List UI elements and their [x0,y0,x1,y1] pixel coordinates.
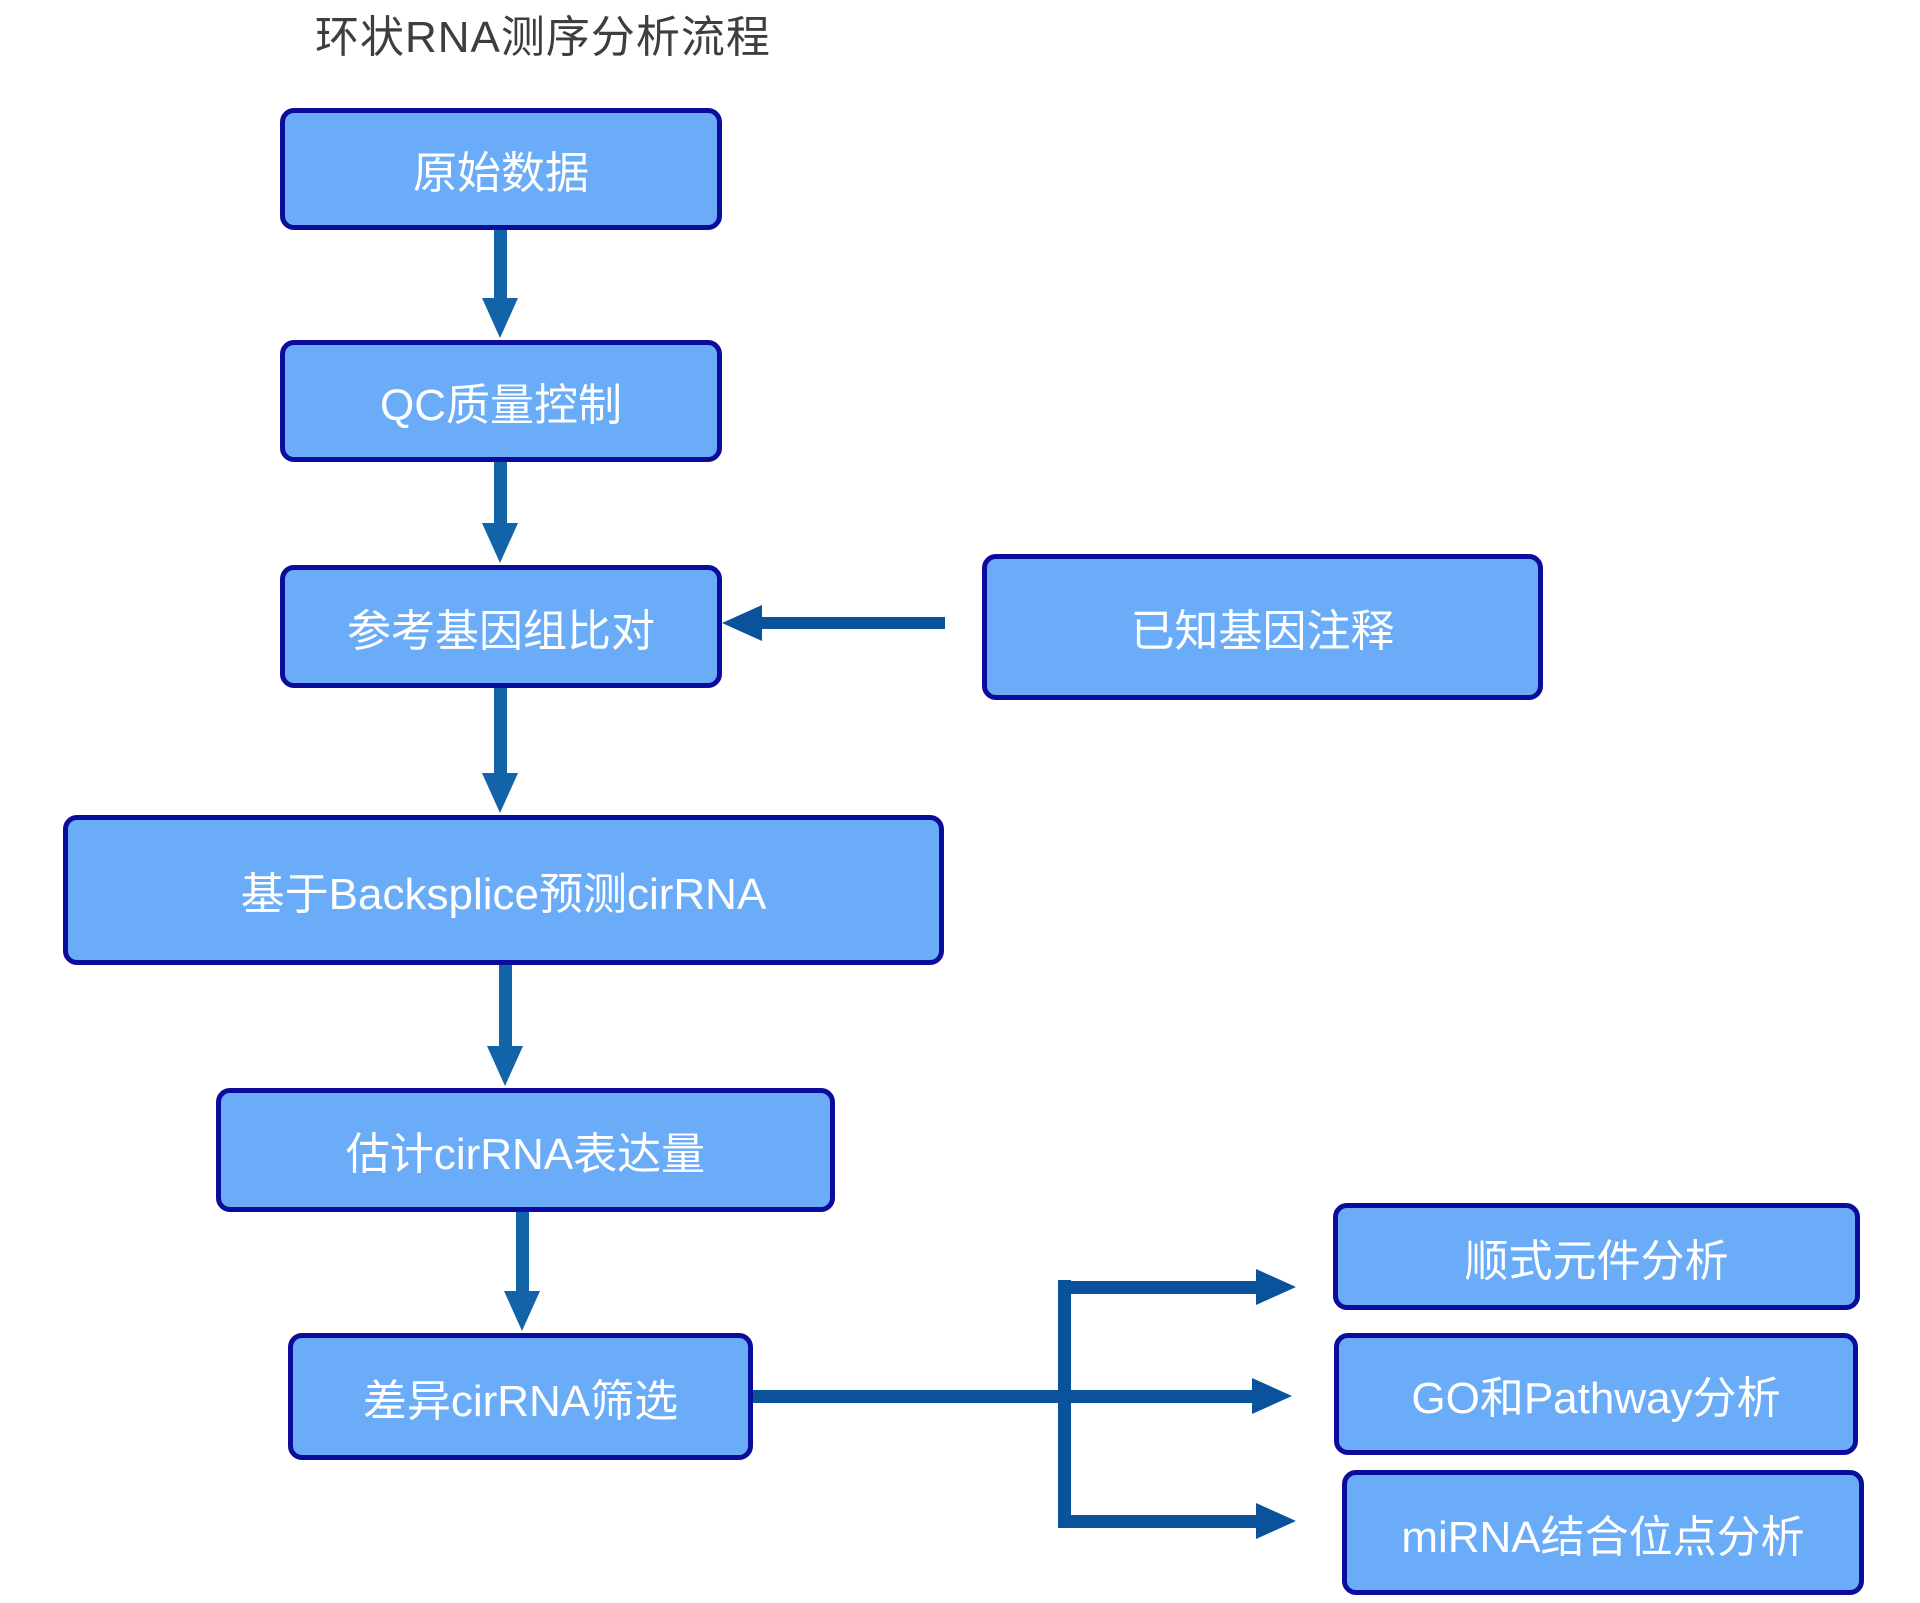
node-gene-annotation: 已知基因注释 [982,554,1543,700]
arrow-to-go-pathway-icon [1252,1378,1292,1414]
node-qc-label: QC质量控制 [380,381,622,430]
node-raw-data-label: 原始数据 [413,149,589,198]
node-go-pathway: GO和Pathway分析 [1334,1333,1858,1455]
arrow-to-cis-element-icon [1256,1269,1296,1305]
node-expression-estimate: 估计cirRNA表达量 [216,1088,835,1212]
node-genome-align: 参考基因组比对 [280,565,722,688]
node-backsplice-prediction-label: 基于Backsplice预测cirRNA [240,870,767,919]
node-mirna-binding: miRNA结合位点分析 [1342,1470,1864,1595]
node-diff-screen-label: 差异cirRNA筛选 [362,1376,679,1426]
node-cis-element-label: 顺式元件分析 [1464,1236,1729,1286]
arrow-to-mirna-binding-icon [1256,1503,1296,1539]
diagram-title: 环状RNA测序分析流程 [315,13,771,62]
node-expression-estimate-label: 估计cirRNA表达量 [345,1130,706,1179]
node-cis-element: 顺式元件分析 [1333,1203,1860,1310]
node-backsplice-prediction: 基于Backsplice预测cirRNA [63,815,944,965]
node-qc: QC质量控制 [280,340,722,462]
node-gene-annotation-label: 已知基因注释 [1130,607,1395,656]
node-diff-screen: 差异cirRNA筛选 [288,1333,753,1460]
node-mirna-binding-label: miRNA结合位点分析 [1401,1512,1805,1562]
node-raw-data: 原始数据 [280,108,722,230]
node-genome-align-label: 参考基因组比对 [347,606,655,656]
node-go-pathway-label: GO和Pathway分析 [1411,1374,1781,1423]
